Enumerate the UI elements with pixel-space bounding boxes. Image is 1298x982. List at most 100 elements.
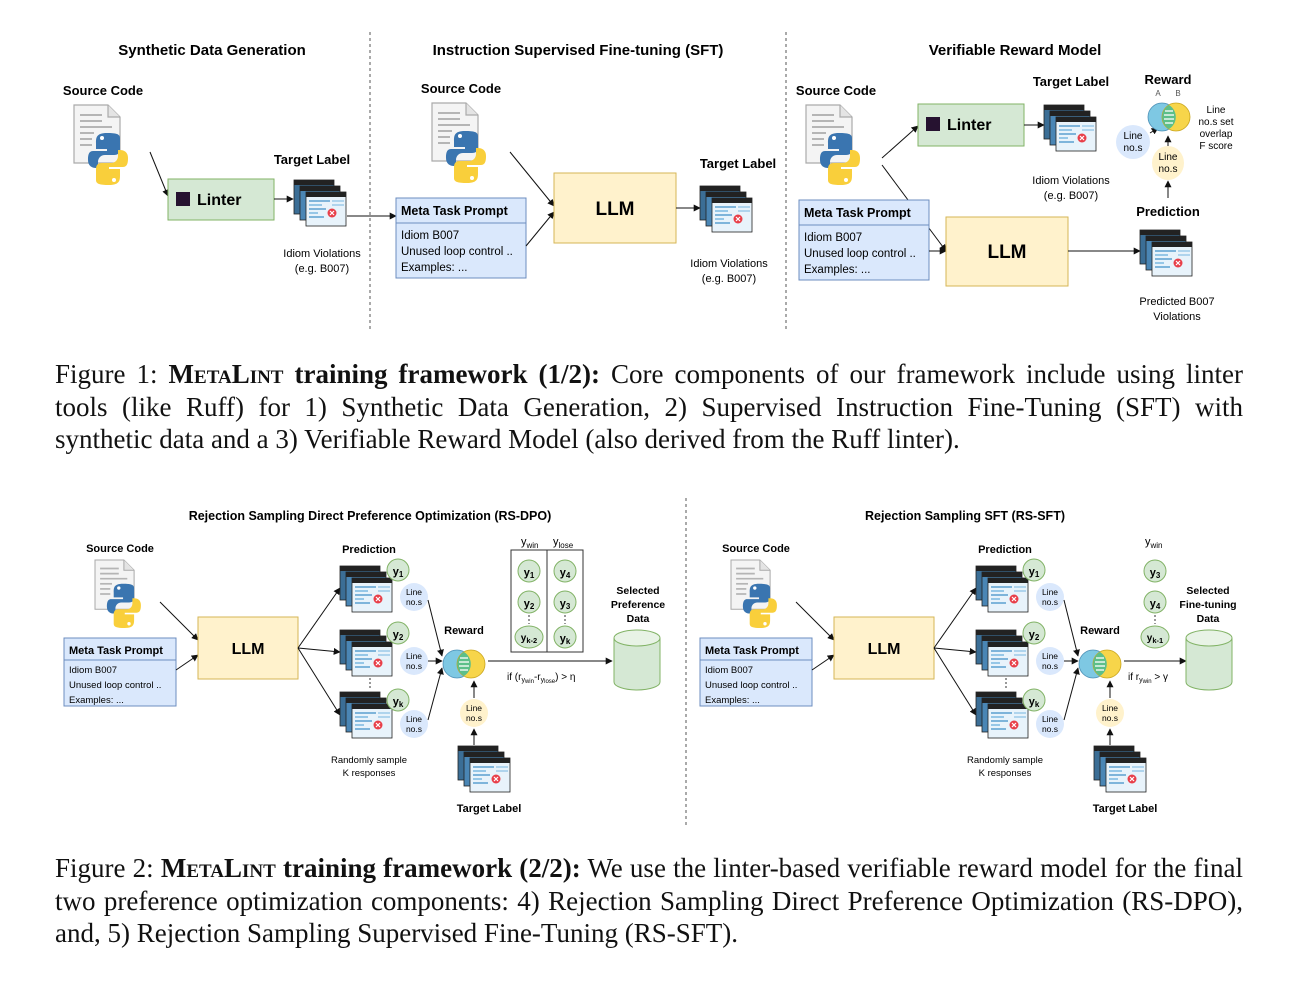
- reward-label: Reward: [1080, 625, 1120, 637]
- violation-stack-icon: [1139, 229, 1193, 277]
- prompt-title: Meta Task Prompt: [401, 204, 509, 218]
- database-icon: [613, 629, 661, 691]
- violation-stack-icon: [293, 179, 347, 227]
- venn-b-label: B: [1175, 89, 1180, 98]
- line-nos-text: Line: [1102, 703, 1118, 713]
- source-code-label: Source Code: [421, 81, 501, 96]
- win-sample: [1140, 625, 1170, 649]
- caption-name: MetaLint: [160, 853, 276, 883]
- line-nos-text: no.s: [1042, 597, 1058, 607]
- prediction-stack-2: [339, 629, 393, 677]
- sample-yk: [386, 688, 410, 712]
- lose-sample: [553, 625, 577, 649]
- sample-yk: [1022, 688, 1046, 712]
- violations-label: Idiom Violations: [283, 248, 361, 260]
- panel-title: Rejection Sampling SFT (RS-SFT): [865, 509, 1065, 523]
- svg-text:y1: y1: [393, 566, 404, 579]
- line-nos-text: no.s: [1042, 661, 1058, 671]
- prediction-stack-1: [975, 565, 1029, 613]
- llm-box: [197, 616, 299, 680]
- win-sample: [1143, 590, 1167, 614]
- line-nos-bubble: [1096, 699, 1124, 727]
- selected-label: Data: [627, 613, 650, 625]
- caption-bold: training framework (2/2):: [282, 853, 581, 883]
- line-nos-text: Line: [1042, 714, 1058, 724]
- python-file-icon: [730, 559, 778, 629]
- prompt-title: Meta Task Prompt: [69, 645, 163, 657]
- prompt-line: Unused loop control ..: [401, 246, 513, 258]
- line-nos-text: Line: [1042, 587, 1058, 597]
- line-nos-bubble: [400, 647, 428, 675]
- panel-title: Rejection Sampling Direct Preference Opt…: [189, 509, 552, 523]
- ywin-header: ywin: [1145, 536, 1163, 550]
- linter-label: Linter: [947, 117, 991, 134]
- target-label-heading: Target Label: [1093, 803, 1158, 815]
- python-file-icon: [73, 104, 129, 186]
- violations-example: (e.g. B007): [295, 263, 349, 275]
- llm-box: [833, 616, 935, 680]
- reward-venn-icon: [1078, 649, 1122, 679]
- prompt-line: Examples: ...: [804, 264, 870, 276]
- svg-text:y2: y2: [393, 629, 404, 642]
- prompt-title: Meta Task Prompt: [804, 206, 912, 220]
- violations-example: (e.g. B007): [702, 273, 756, 285]
- python-file-icon: [431, 102, 487, 184]
- line-nos-text: Line: [406, 651, 422, 661]
- prompt-line: Idiom B007: [69, 665, 117, 676]
- reward-note: no.s set: [1198, 117, 1233, 128]
- prompt-line: Unused loop control ..: [705, 680, 797, 691]
- panel-title: Synthetic Data Generation: [118, 42, 306, 59]
- selected-label: Selected: [1186, 585, 1229, 597]
- sample-y2: [386, 621, 410, 645]
- venn-a-label: A: [1155, 89, 1161, 98]
- line-nos-text: Line: [1124, 131, 1143, 142]
- svg-text:yk: yk: [560, 633, 571, 646]
- target-label-heading: Target Label: [457, 803, 522, 815]
- ruff-icon: [926, 117, 940, 131]
- llm-label: LLM: [232, 641, 265, 658]
- violations-example: (e.g. B007): [1044, 190, 1098, 202]
- svg-text:yk: yk: [393, 696, 404, 709]
- prompt-line: Unused loop control ..: [804, 248, 916, 260]
- line-nos-text: Line: [466, 703, 482, 713]
- line-nos-text: no.s: [406, 661, 422, 671]
- selected-label: Preference: [611, 599, 665, 611]
- llm-label: LLM: [868, 641, 901, 658]
- reward-label: Reward: [444, 625, 484, 637]
- svg-text:y3: y3: [560, 598, 571, 611]
- line-nos-text: no.s: [1102, 713, 1118, 723]
- prompt-line: Idiom B007: [705, 665, 753, 676]
- line-nos-bubble: [1036, 647, 1064, 675]
- line-nos-text: Line: [1159, 152, 1178, 163]
- panel-synthetic-data-generation: Synthetic Data Generation Source Code Li…: [63, 42, 397, 275]
- meta-task-prompt-box: [395, 197, 527, 279]
- caption-text: We use the linter-based verifiable rewar…: [55, 853, 1244, 948]
- target-label-stack: [457, 745, 511, 793]
- svg-text:yk-1: yk-1: [1147, 633, 1163, 645]
- line-nos-text: Line: [406, 714, 422, 724]
- selected-label: Fine-tuning: [1179, 599, 1236, 611]
- figure-2: Rejection Sampling Direct Preference Opt…: [63, 498, 1237, 826]
- violation-stack-icon: [699, 185, 753, 233]
- reward-note: overlap: [1200, 129, 1233, 140]
- line-nos-text: no.s: [1042, 724, 1058, 734]
- line-nos-text: no.s: [406, 724, 422, 734]
- predicted-label: Predicted B007: [1139, 296, 1214, 308]
- line-nos-text: no.s: [406, 597, 422, 607]
- selected-label: Selected: [616, 585, 659, 597]
- prompt-line: Examples: ...: [401, 262, 467, 274]
- line-nos-bubble: [460, 699, 488, 727]
- llm-label: LLM: [595, 199, 634, 220]
- prompt-line: Unused loop control ..: [69, 680, 161, 691]
- random-sample-label: K responses: [343, 768, 396, 779]
- figure-2-caption: Figure 2: MetaLint training framework (2…: [55, 852, 1243, 950]
- line-nos-text: no.s: [1124, 143, 1143, 154]
- caption-label: Figure 2:: [55, 853, 154, 883]
- random-sample-label: K responses: [979, 768, 1032, 779]
- lose-sample: [553, 590, 577, 614]
- predicted-label: Violations: [1153, 311, 1201, 323]
- meta-task-prompt-box: [798, 199, 930, 281]
- meta-task-prompt-box: [699, 637, 813, 707]
- line-nos-text: no.s: [466, 713, 482, 723]
